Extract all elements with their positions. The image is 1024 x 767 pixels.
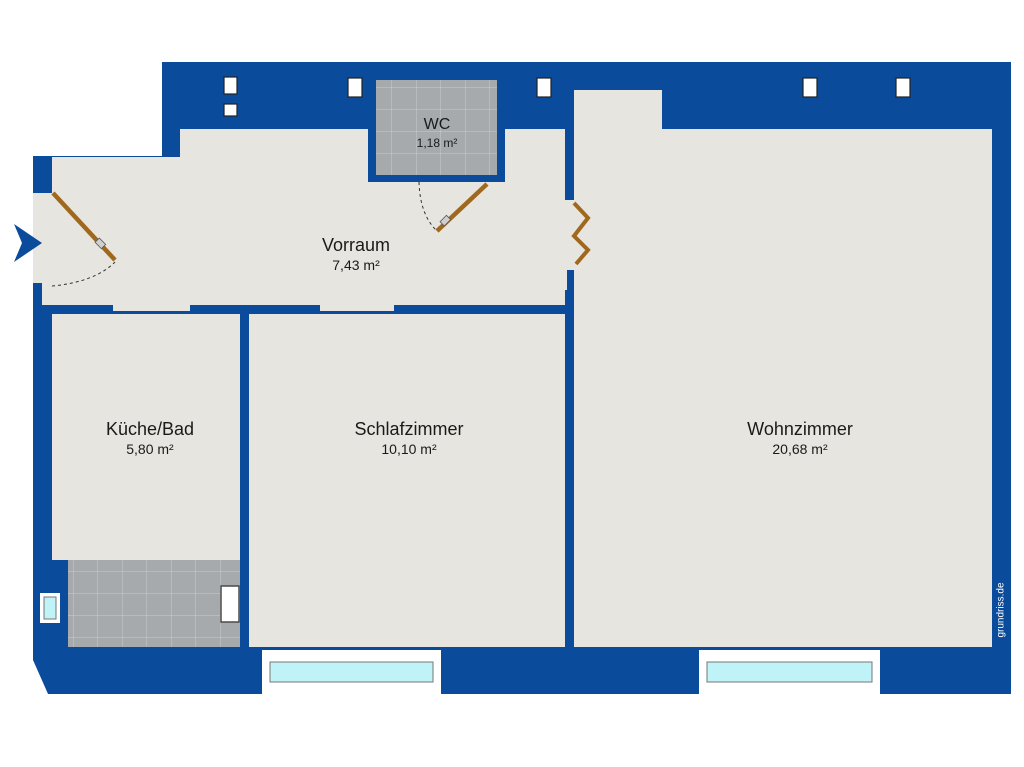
entrance-opening [33,193,45,283]
floor-wohnzimmer [574,90,992,647]
room-name: Vorraum [321,235,391,255]
room-area: 5,80 m² [126,441,174,457]
room-label-kueche-bad: Küche/Bad 5,80 m² [106,418,194,458]
room-label-wohnzimmer: Wohnzimmer 20,68 m² [747,418,853,458]
room-name: Wohnzimmer [747,419,853,439]
opening-wohnzimmer [565,200,576,270]
room-floors [33,90,992,647]
room-label-vorraum: Vorraum 7,43 m² [322,234,390,274]
folding-door [571,201,591,266]
room-name: Schlafzimmer [354,419,464,439]
room-name: Küche/Bad [105,419,195,439]
room-area: 10,10 m² [381,441,437,457]
floor-kueche-bad [52,314,240,560]
entrance-arrow-icon [14,224,42,262]
bottom-windows [262,650,880,694]
bathtub [220,585,240,623]
top-windows [223,76,911,117]
floor-vorraum [42,129,567,311]
room-name: WC [423,116,451,133]
side-window [40,593,60,623]
watermark: grundriss.de [995,582,1007,638]
room-label-wc: WC 1,18 m² [417,115,458,151]
room-area: 1,18 m² [416,136,458,150]
floor-schlafzimmer [249,314,565,647]
wc-tiles [376,80,497,175]
interior-walls [52,90,574,647]
doors [51,181,591,287]
room-area: 20,68 m² [772,441,828,457]
bathroom-tiles [68,560,240,647]
room-area: 7,43 m² [332,257,380,273]
room-label-schlafzimmer: Schlafzimmer 10,10 m² [354,418,463,458]
entrance-door [51,191,117,262]
